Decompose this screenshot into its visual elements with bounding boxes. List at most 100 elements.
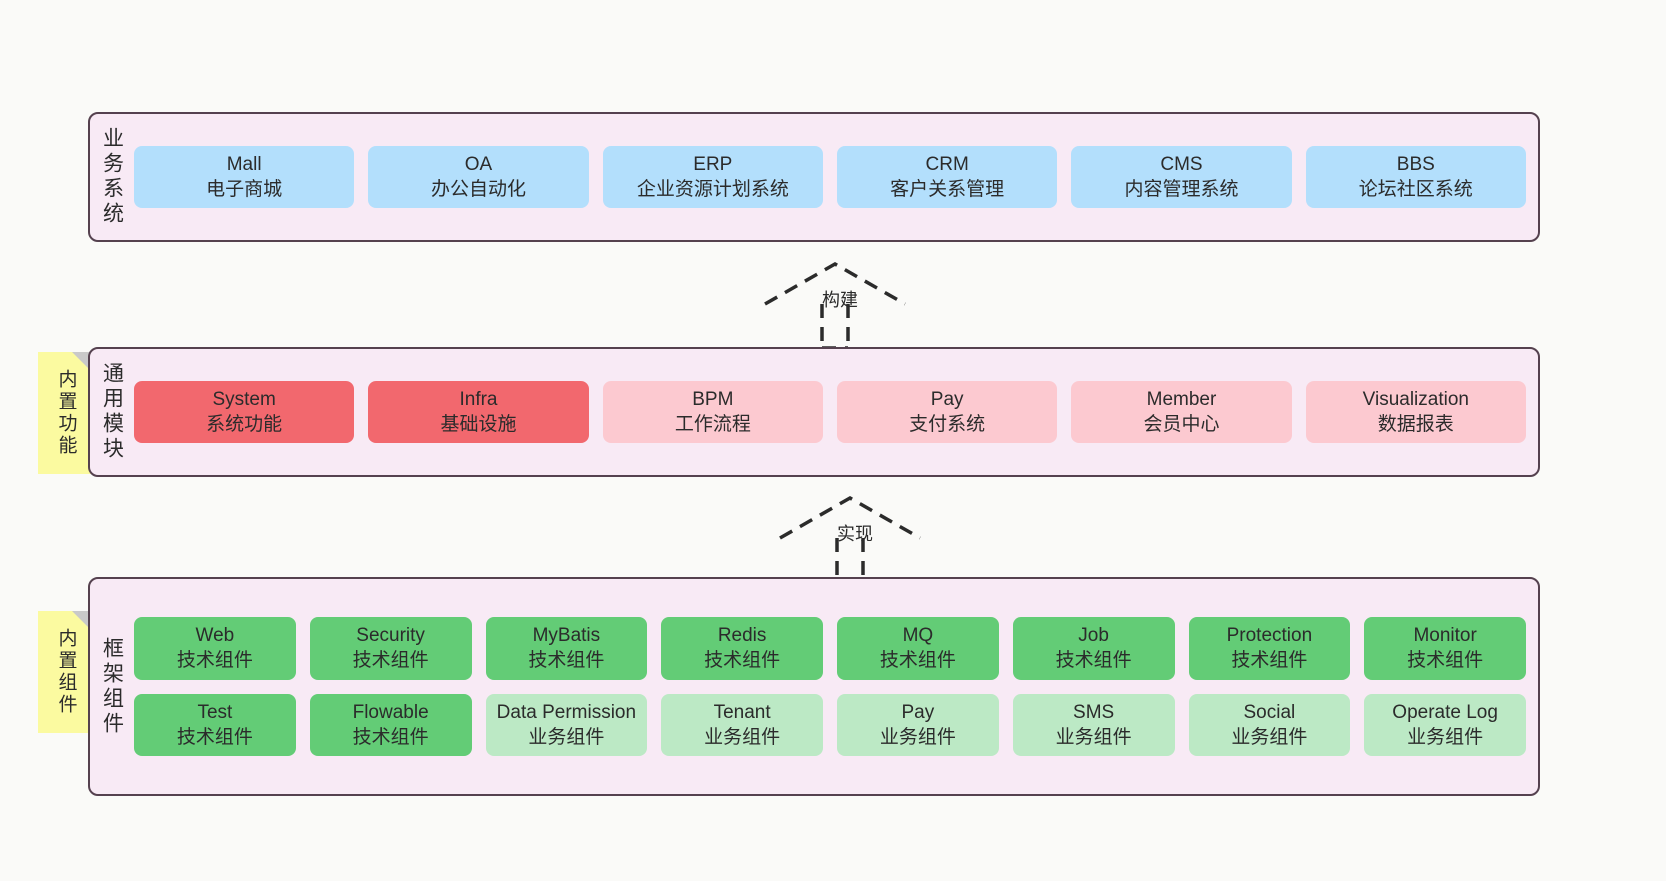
- node-title: MQ: [902, 625, 934, 647]
- node-title: MyBatis: [532, 625, 601, 647]
- node-visualization[interactable]: Visualization 数据报表: [1305, 380, 1526, 444]
- layer-common-module: 通用模块 System 系统功能 Infra 基础设施 BPM 工作流程 Pay…: [88, 347, 1540, 477]
- node-subtitle: 业务组件: [1055, 726, 1132, 748]
- node-subtitle: 数据报表: [1377, 414, 1454, 435]
- node-title: System: [212, 388, 276, 410]
- node-title: SMS: [1073, 701, 1115, 723]
- sticky-note-builtin-component: 内置组件: [38, 611, 94, 733]
- node-subtitle: 技术组件: [352, 726, 429, 748]
- node-subtitle: 电子商城: [206, 179, 283, 200]
- node-crm[interactable]: CRM 客户关系管理: [836, 145, 1058, 209]
- layer-business-system: 业务系统 Mall 电子商城 OA 办公自动化 ERP 企业资源计划系统 CRM…: [88, 112, 1540, 242]
- sticky-note-label: 内置功能: [55, 369, 77, 457]
- node-title: Tenant: [713, 701, 771, 723]
- layer-label-common-module: 通用模块: [100, 362, 124, 462]
- node-title: Data Permission: [496, 701, 637, 723]
- node-data-permission[interactable]: Data Permission 业务组件: [485, 693, 648, 756]
- node-security[interactable]: Security 技术组件: [309, 617, 472, 680]
- node-subtitle: 内容管理系统: [1124, 179, 1239, 200]
- node-subtitle: 技术组件: [1055, 650, 1132, 672]
- node-bpm[interactable]: BPM 工作流程: [602, 380, 823, 444]
- layer-framework-component: 框架组件 Web 技术组件 Security 技术组件 MyBatis 技术组件…: [88, 577, 1540, 796]
- node-mybatis[interactable]: MyBatis 技术组件: [485, 617, 648, 680]
- connector-build-label: 构建: [822, 290, 858, 310]
- node-row: Web 技术组件 Security 技术组件 MyBatis 技术组件 Redi…: [134, 617, 1526, 680]
- layer-label-framework-component: 框架组件: [100, 636, 124, 737]
- node-flowable[interactable]: Flowable 技术组件: [309, 693, 472, 756]
- node-title: CMS: [1160, 153, 1203, 175]
- node-system[interactable]: System 系统功能: [134, 380, 355, 444]
- layer-body-framework-component: Web 技术组件 Security 技术组件 MyBatis 技术组件 Redi…: [134, 579, 1538, 794]
- node-title: OA: [464, 153, 493, 175]
- node-web[interactable]: Web 技术组件: [134, 617, 296, 680]
- node-row: Mall 电子商城 OA 办公自动化 ERP 企业资源计划系统 CRM 客户关系…: [134, 145, 1526, 209]
- node-title: Member: [1146, 388, 1217, 410]
- node-social[interactable]: Social 业务组件: [1188, 693, 1351, 756]
- node-subtitle: 办公自动化: [430, 179, 526, 200]
- node-subtitle: 技术组件: [528, 650, 605, 672]
- node-title: Monitor: [1413, 625, 1477, 647]
- node-title: BPM: [692, 388, 734, 410]
- node-erp[interactable]: ERP 企业资源计划系统: [602, 145, 823, 209]
- node-pay-component[interactable]: Pay 业务组件: [837, 693, 999, 756]
- node-subtitle: 系统功能: [206, 414, 283, 435]
- node-mall[interactable]: Mall 电子商城: [134, 145, 355, 209]
- node-test[interactable]: Test 技术组件: [134, 693, 296, 756]
- node-title: Job: [1078, 625, 1109, 647]
- node-infra[interactable]: Infra 基础设施: [368, 380, 589, 444]
- node-subtitle: 业务组件: [1231, 726, 1308, 748]
- node-title: ERP: [693, 153, 733, 175]
- node-redis[interactable]: Redis 技术组件: [661, 617, 823, 680]
- connector-build: 构建: [760, 258, 910, 350]
- layer-body-common-module: System 系统功能 Infra 基础设施 BPM 工作流程 Pay 支付系统…: [134, 349, 1538, 475]
- node-subtitle: 业务组件: [879, 726, 956, 748]
- node-subtitle: 技术组件: [879, 650, 956, 672]
- node-tenant[interactable]: Tenant 业务组件: [661, 693, 823, 756]
- node-cms[interactable]: CMS 内容管理系统: [1071, 145, 1292, 209]
- node-subtitle: 基础设施: [440, 414, 517, 435]
- node-subtitle: 技术组件: [352, 650, 429, 672]
- sticky-note-label: 内置组件: [55, 628, 77, 716]
- node-subtitle: 技术组件: [1231, 650, 1308, 672]
- node-subtitle: 业务组件: [528, 726, 605, 748]
- node-title: Infra: [459, 388, 498, 410]
- node-row: System 系统功能 Infra 基础设施 BPM 工作流程 Pay 支付系统…: [134, 380, 1526, 444]
- node-pay-module[interactable]: Pay 支付系统: [836, 380, 1058, 444]
- node-title: Flowable: [352, 701, 429, 723]
- node-sms[interactable]: SMS 业务组件: [1012, 693, 1175, 756]
- node-subtitle: 业务组件: [1407, 726, 1484, 748]
- node-title: Protection: [1226, 625, 1313, 647]
- node-monitor[interactable]: Monitor 技术组件: [1364, 617, 1526, 680]
- node-title: Security: [356, 625, 425, 647]
- connector-implement: 实现: [775, 492, 925, 584]
- layer-body-business-system: Mall 电子商城 OA 办公自动化 ERP 企业资源计划系统 CRM 客户关系…: [134, 114, 1538, 240]
- sticky-note-builtin-function: 内置功能: [38, 352, 94, 474]
- node-title: Redis: [717, 625, 767, 647]
- node-title: CRM: [925, 153, 969, 175]
- node-subtitle: 技术组件: [704, 650, 781, 672]
- node-title: Pay: [930, 388, 964, 410]
- node-subtitle: 客户关系管理: [890, 179, 1005, 200]
- node-subtitle: 企业资源计划系统: [636, 179, 789, 200]
- node-mq[interactable]: MQ 技术组件: [837, 617, 999, 680]
- node-operate-log[interactable]: Operate Log 业务组件: [1364, 693, 1526, 756]
- node-subtitle: 业务组件: [704, 726, 781, 748]
- node-title: Social: [1243, 701, 1296, 723]
- node-member[interactable]: Member 会员中心: [1071, 380, 1292, 444]
- node-subtitle: 论坛社区系统: [1358, 179, 1473, 200]
- node-oa[interactable]: OA 办公自动化: [368, 145, 589, 209]
- node-job[interactable]: Job 技术组件: [1012, 617, 1175, 680]
- node-title: Operate Log: [1392, 701, 1498, 723]
- node-title: Web: [195, 625, 235, 647]
- node-title: Visualization: [1362, 388, 1469, 410]
- node-subtitle: 技术组件: [176, 650, 253, 672]
- node-protection[interactable]: Protection 技术组件: [1188, 617, 1351, 680]
- layer-label-business-system: 业务系统: [100, 127, 124, 227]
- node-subtitle: 工作流程: [674, 414, 751, 435]
- node-bbs[interactable]: BBS 论坛社区系统: [1305, 145, 1526, 209]
- node-title: Pay: [901, 701, 935, 723]
- connector-implement-label: 实现: [837, 524, 873, 544]
- node-subtitle: 支付系统: [909, 414, 986, 435]
- node-subtitle: 技术组件: [176, 726, 253, 748]
